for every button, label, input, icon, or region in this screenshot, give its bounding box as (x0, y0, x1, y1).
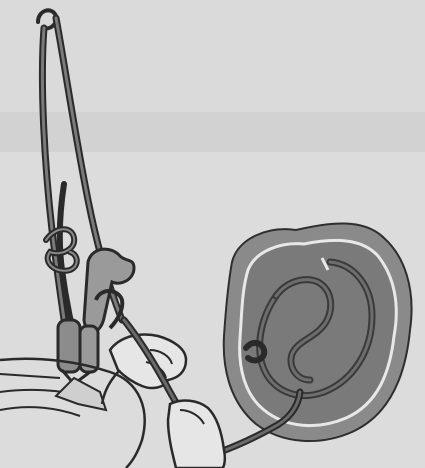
rope-strands (42, 18, 122, 360)
coiled-rope-mat (220, 223, 412, 452)
lower-hand (168, 401, 225, 468)
